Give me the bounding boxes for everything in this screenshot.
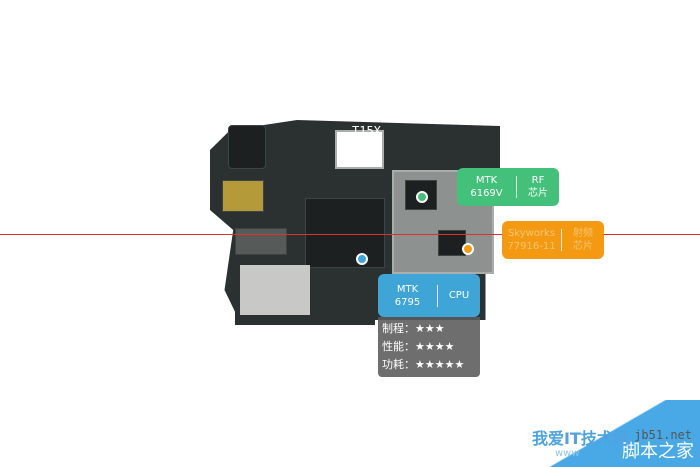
chip-type: CPU: [448, 290, 470, 301]
chip-model: 6169V: [470, 188, 503, 199]
cpu-marker: [356, 253, 368, 265]
chip-type: 射频: [573, 228, 593, 239]
rating-row-process: 制程：★★★: [382, 320, 476, 338]
chip-brand: MTK: [396, 283, 419, 295]
chip-brand: Skyworks: [507, 228, 556, 239]
separator: [561, 229, 562, 251]
chip-model: 6795: [394, 296, 421, 308]
watermark-www: www: [555, 448, 580, 459]
chip-type-suffix: 芯片: [528, 188, 548, 199]
rating-label: 性能：: [382, 340, 415, 353]
rf-label: MTK 6169V RF 芯片: [457, 168, 559, 206]
rating-panel: 制程：★★★ 性能：★★★★ 功耗：★★★★★: [378, 317, 480, 377]
rf-marker: [416, 191, 428, 203]
chip-brand: MTK: [475, 175, 498, 186]
red-guide-line: [0, 234, 700, 235]
pa-marker: [462, 243, 474, 255]
chip-type-suffix: 芯片: [573, 241, 593, 252]
star-icon: ★★★★★: [415, 358, 465, 371]
board-marking: T15X: [352, 124, 381, 138]
rating-label: 制程：: [382, 322, 415, 335]
plate: [240, 265, 310, 315]
gold-pad: [222, 180, 264, 212]
cpu-chip: [305, 198, 385, 268]
watermark-cn: 我爱IT技术网: [532, 429, 629, 448]
audio-jack: [228, 125, 266, 169]
separator: [516, 176, 517, 198]
star-icon: ★★★★: [415, 340, 455, 353]
chip-type: RF: [531, 175, 545, 186]
pa-label: Skyworks 77916-11 射频芯片: [502, 221, 604, 259]
shield-cutout: [335, 130, 384, 169]
separator: [437, 284, 438, 307]
watermark-site: jb51.net: [634, 428, 692, 442]
rating-label: 功耗：: [382, 358, 415, 371]
watermark-brand: 脚本之家: [622, 441, 694, 462]
star-icon: ★★★: [415, 322, 445, 335]
watermark-corner: 脚本之家: [540, 400, 700, 467]
connector: [235, 228, 287, 255]
rating-row-performance: 性能：★★★★: [382, 338, 476, 356]
rating-row-power: 功耗：★★★★★: [382, 356, 476, 374]
chip-model: 77916-11: [507, 241, 556, 252]
